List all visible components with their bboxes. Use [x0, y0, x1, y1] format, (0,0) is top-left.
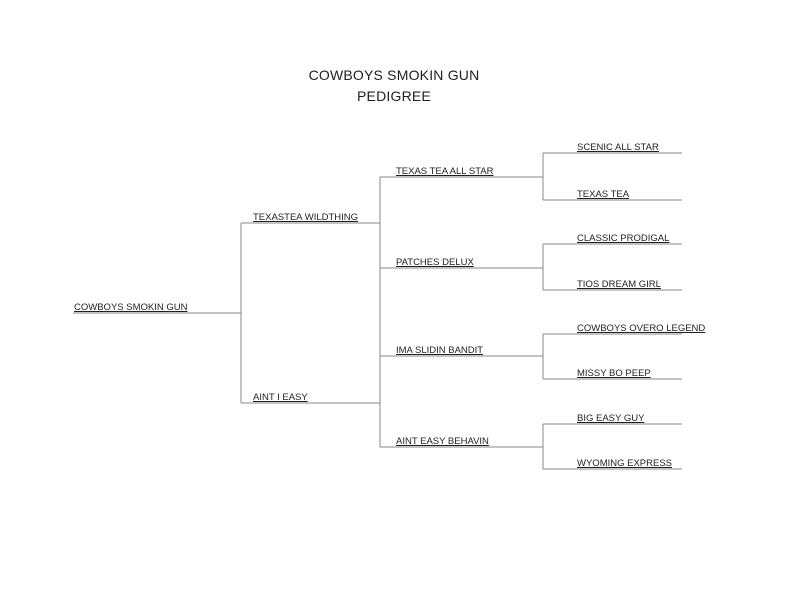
- great-grandparent-5: COWBOYS OVERO LEGEND: [577, 323, 706, 334]
- subject-name: COWBOYS SMOKIN GUN: [74, 302, 188, 313]
- great-grandparent-6: MISSY BO PEEP: [577, 368, 651, 379]
- great-grandparent-8: WYOMING EXPRESS: [577, 458, 673, 469]
- sire-name: TEXASTEA WILDTHING: [253, 212, 359, 223]
- page-subtitle: PEDIGREE: [357, 88, 431, 104]
- page-title: COWBOYS SMOKIN GUN: [308, 67, 480, 83]
- great-grandparent-2: TEXAS TEA: [577, 189, 630, 200]
- great-grandparent-3: CLASSIC PRODIGAL: [577, 233, 670, 244]
- great-grandparent-1: SCENIC ALL STAR: [577, 142, 659, 153]
- great-grandparent-7: BIG EASY GUY: [577, 413, 645, 424]
- sire-dam-name: PATCHES DELUX: [396, 257, 474, 268]
- sire-sire-name: TEXAS TEA ALL STAR: [396, 166, 494, 177]
- dam-name: AINT I EASY: [253, 392, 308, 403]
- great-grandparent-4: TIOS DREAM GIRL: [577, 279, 661, 290]
- dam-sire-name: IMA SLIDIN BANDIT: [396, 345, 484, 356]
- dam-dam-name: AINT EASY BEHAVIN: [396, 436, 489, 447]
